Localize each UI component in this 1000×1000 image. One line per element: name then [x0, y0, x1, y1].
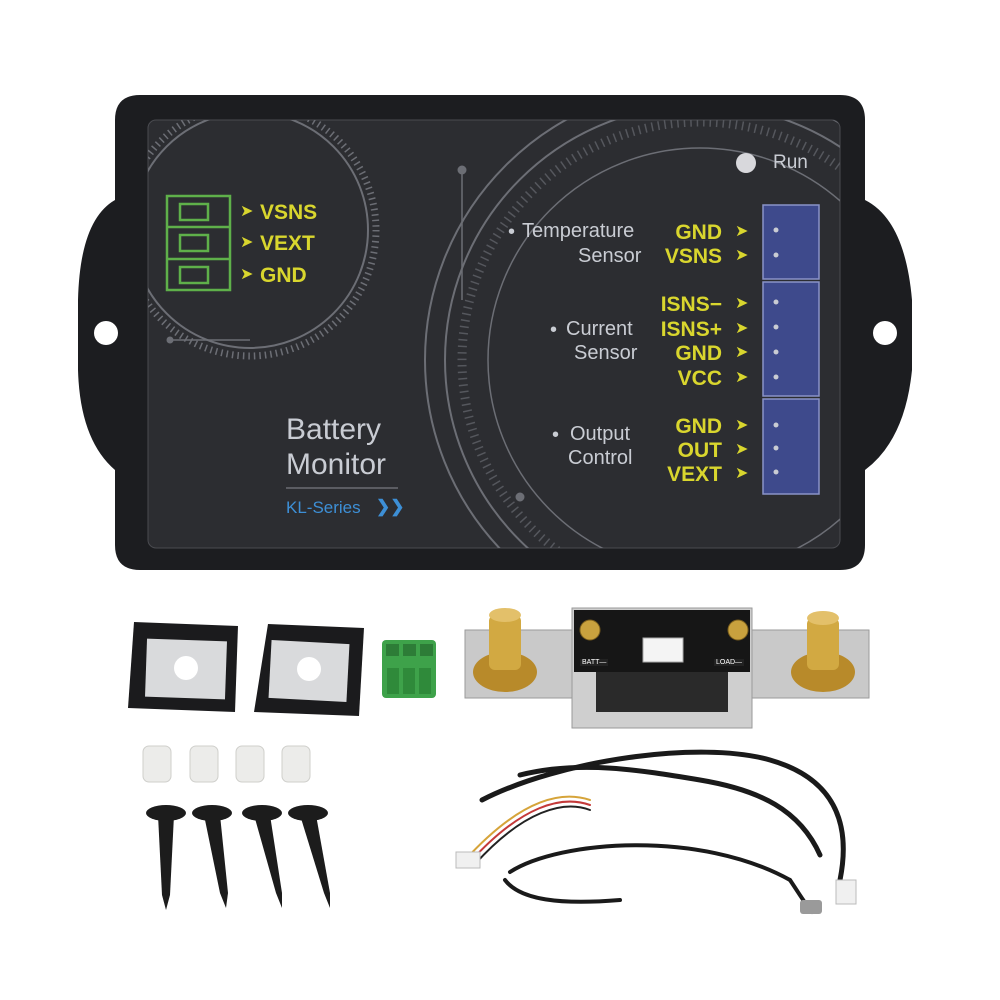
- output-pin-out: OUT: [677, 439, 722, 462]
- arrow-icon: ➤: [735, 465, 749, 482]
- current-pin-vcc: VCC: [677, 367, 722, 390]
- product-name-line2: Monitor: [286, 448, 387, 481]
- series-label: KL-Series: [286, 498, 361, 517]
- arrow-icon: ➤: [240, 203, 254, 220]
- arrow-icon: ➤: [240, 266, 254, 283]
- arrow-icon: ➤: [735, 295, 749, 312]
- cable-connector-left: [455, 851, 481, 869]
- output-control-label-line2: Control: [568, 447, 633, 469]
- mounting-hole-right: [873, 321, 897, 345]
- run-led: [736, 153, 756, 173]
- plastic-spacers: [142, 745, 311, 783]
- temp-pin-gnd: GND: [675, 221, 722, 244]
- current-shunt: [464, 607, 870, 729]
- mounting-screws: [146, 805, 330, 910]
- left-label-gnd: GND: [260, 264, 307, 287]
- product-name-line1: Battery: [286, 413, 382, 446]
- output-pin-gnd: GND: [675, 415, 722, 438]
- arrow-icon: ➤: [735, 320, 749, 337]
- current-sensor-label-line2: Sensor: [574, 342, 638, 364]
- green-terminal-block: [382, 640, 436, 698]
- arrow-icon: ➤: [735, 441, 749, 458]
- cable-connector-right: [835, 879, 857, 905]
- adhesive-pad-left: [128, 622, 238, 712]
- shunt-label-batt: BATT—: [580, 659, 609, 666]
- left-terminal-diagram: [165, 194, 232, 292]
- mounting-hole-left: [94, 321, 118, 345]
- panel-decoration: [148, 120, 840, 548]
- left-label-vsns: VSNS: [260, 201, 318, 224]
- current-sensor-label-line1: Current: [566, 318, 633, 340]
- output-pin-vext: VEXT: [667, 463, 722, 486]
- left-label-vext: VEXT: [260, 232, 315, 255]
- front-panel: [147, 119, 841, 549]
- arrow-icon: ➤: [735, 417, 749, 434]
- bullet-icon: •: [552, 424, 560, 446]
- bullet-icon: •: [508, 221, 516, 243]
- right-connectors: [762, 204, 820, 495]
- bullet-icon: •: [550, 319, 558, 341]
- temperature-sensor-label-line1: Temperature: [522, 220, 635, 242]
- arrow-icon: ➤: [735, 247, 749, 264]
- adhesive-pad-right: [254, 624, 364, 716]
- current-pin-isns-minus: ISNS−: [660, 293, 722, 316]
- output-control-label-line1: Output: [570, 423, 631, 445]
- sensor-cables: [464, 749, 846, 914]
- current-pin-isns-plus: ISNS+: [660, 318, 722, 341]
- arrow-icon: ➤: [735, 369, 749, 386]
- chevron-right-icon: ❯❯: [376, 497, 405, 516]
- temperature-probe: [800, 900, 822, 914]
- arrow-icon: ➤: [735, 344, 749, 361]
- run-led-label: Run: [773, 152, 808, 173]
- arrow-icon: ➤: [735, 223, 749, 240]
- arrow-icon: ➤: [240, 234, 254, 251]
- temp-pin-vsns: VSNS: [664, 245, 722, 268]
- current-pin-gnd: GND: [675, 342, 722, 365]
- temperature-sensor-label-line2: Sensor: [578, 245, 642, 267]
- shunt-label-load: LOAD—: [714, 659, 745, 666]
